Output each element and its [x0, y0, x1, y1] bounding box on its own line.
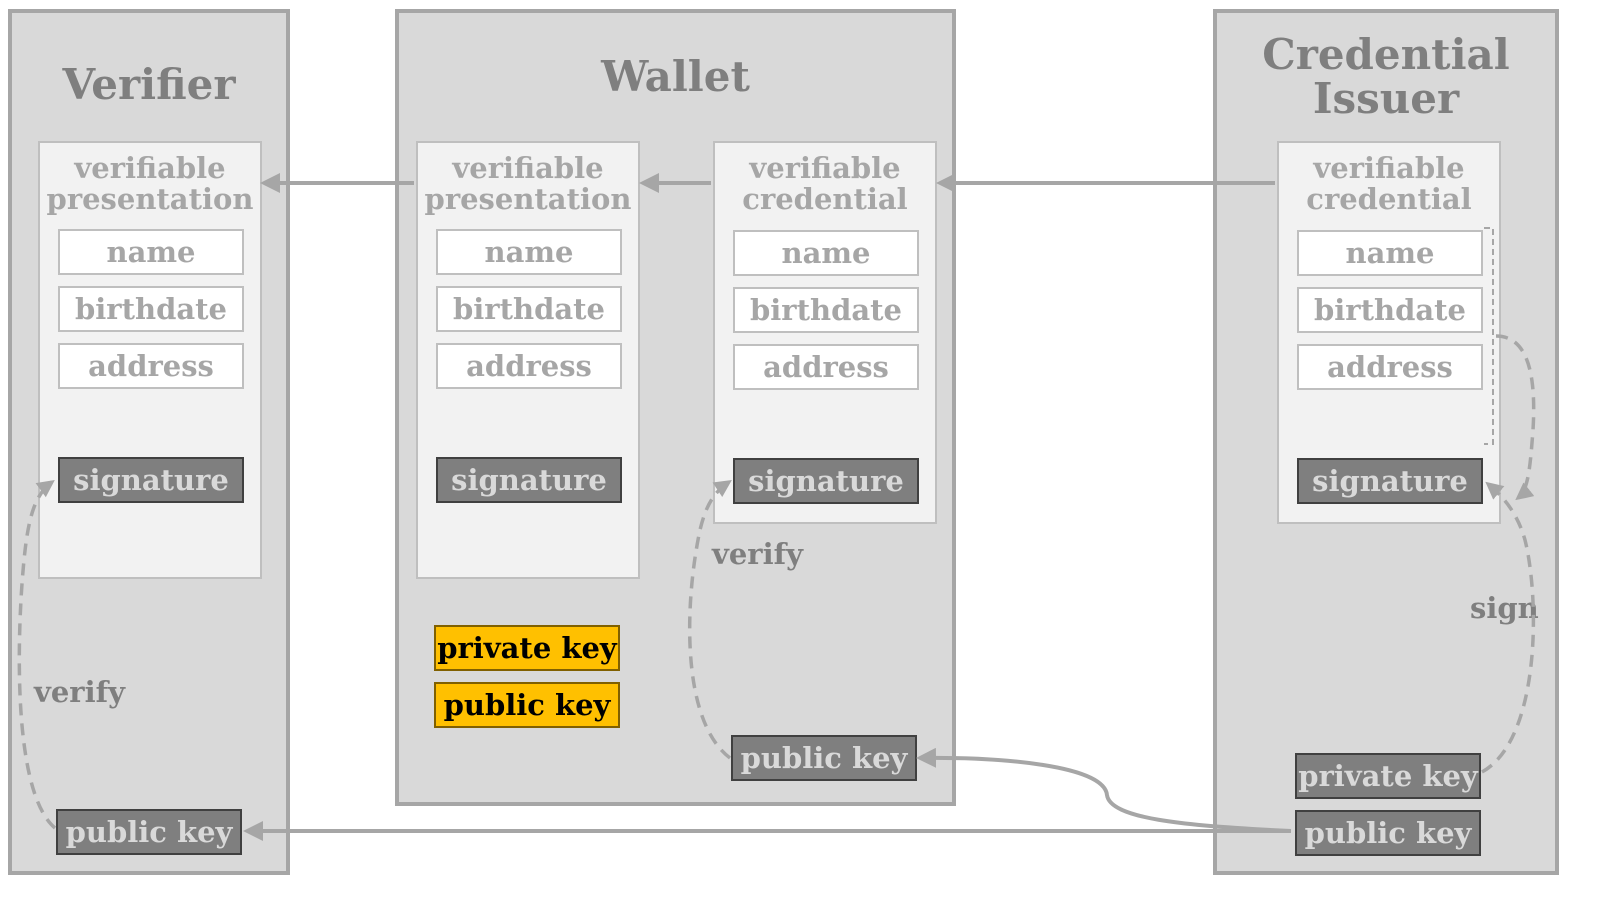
wallet-private-key: private key: [434, 625, 620, 671]
wallet-panel: Wallet verifiable presentation name birt…: [395, 9, 956, 806]
field-birthdate: birthdate: [58, 286, 244, 332]
issuer-panel: Credential Issuer verifiable credential …: [1213, 9, 1559, 875]
issuer-private-key: private key: [1295, 753, 1481, 799]
verifier-presentation-doc: verifiable presentation name birthdate a…: [38, 141, 262, 579]
wallet-public-key: public key: [434, 682, 620, 728]
field-address: address: [436, 343, 622, 389]
signature-box: signature: [436, 457, 622, 503]
wallet-presentation-doc: verifiable presentation name birthdate a…: [416, 141, 640, 579]
field-address: address: [733, 344, 919, 390]
signature-box: signature: [733, 458, 919, 504]
doc-title: verifiable presentation: [424, 151, 632, 216]
verifier-verify-label: verify: [34, 675, 125, 709]
signature-box: signature: [58, 457, 244, 503]
verifier-title: Verifier: [62, 60, 236, 109]
doc-title: verifiable credential: [1306, 151, 1472, 216]
field-birthdate: birthdate: [1297, 287, 1483, 333]
field-birthdate: birthdate: [436, 286, 622, 332]
sign-source-issuer: [1495, 334, 1536, 501]
issuer-credential-doc: verifiable credential name birthdate add…: [1277, 141, 1501, 524]
issuer-sign-label: sign: [1470, 591, 1539, 625]
wallet-credential-doc: verifiable credential name birthdate add…: [713, 141, 937, 524]
verify-arrow-wallet: [687, 480, 732, 760]
wallet-title: Wallet: [601, 52, 750, 101]
verify-arrow-verifier: [17, 479, 57, 830]
field-address: address: [58, 343, 244, 389]
field-name: name: [436, 229, 622, 275]
wallet-issuer-public-key: public key: [731, 735, 917, 781]
signature-box: signature: [1297, 458, 1483, 504]
verifier-panel: Verifier verifiable presentation name bi…: [8, 9, 290, 875]
doc-title: verifiable presentation: [46, 151, 254, 216]
issuer-public-key: public key: [1295, 810, 1481, 856]
field-birthdate: birthdate: [733, 287, 919, 333]
verifier-public-key: public key: [56, 809, 242, 855]
issuer-fields-bracket: [1484, 227, 1494, 445]
issuer-title: Credential Issuer: [1262, 30, 1510, 123]
field-name: name: [58, 229, 244, 275]
wallet-verify-label: verify: [712, 537, 803, 571]
field-name: name: [1297, 230, 1483, 276]
sign-arrow-issuer: [1481, 481, 1536, 774]
arrow-issuer-key-to-wallet: [916, 747, 1292, 833]
field-address: address: [1297, 344, 1483, 390]
field-name: name: [733, 230, 919, 276]
doc-title: verifiable credential: [742, 151, 908, 216]
